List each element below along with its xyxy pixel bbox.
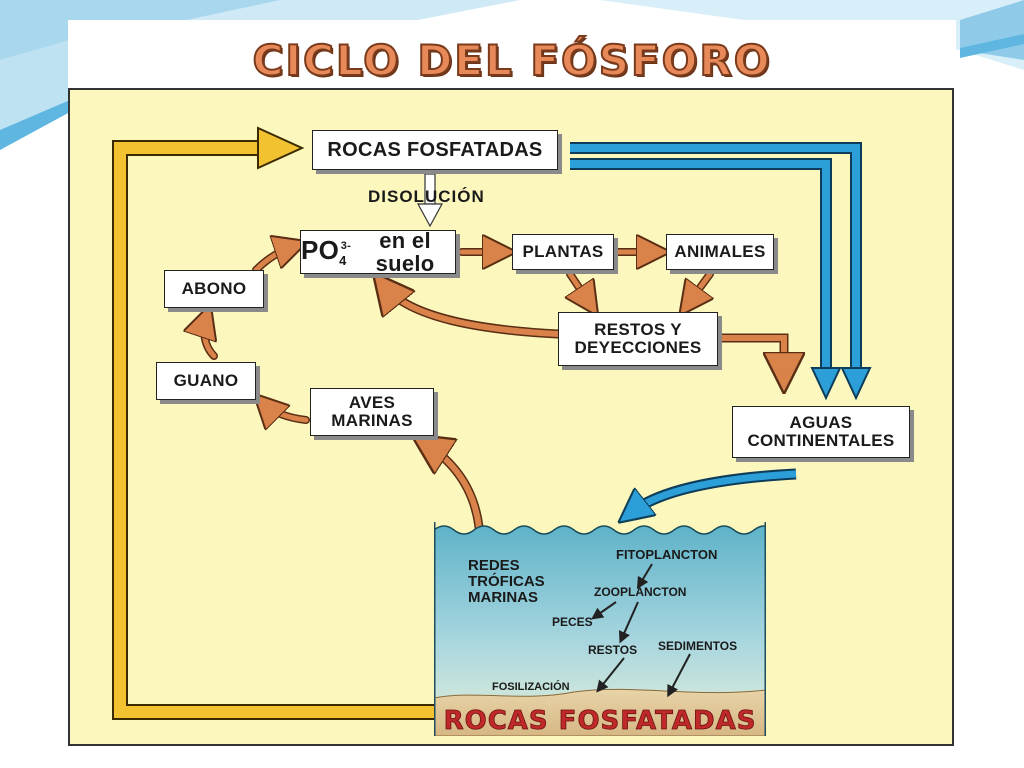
rocas-fosfatadas-top-label: ROCAS FOSFATADAS [327,138,543,161]
animales-box: ANIMALES [666,234,774,270]
abono-label: ABONO [181,279,247,299]
orange-arrows [204,246,784,557]
plantas-box: PLANTAS [512,234,614,270]
plantas-label: PLANTAS [522,242,604,262]
blue-runoff-arrows [570,142,872,401]
title-text: CICLO DEL FÓSFORO [252,36,772,85]
fitoplancton-label: FITOPLANCTON [616,547,718,562]
restos-deyecciones-box: RESTOS Y DEYECCIONES [558,312,718,366]
po4-formula: PO43- [301,234,352,268]
sedimentos-label: SEDIMENTOS [658,639,738,653]
rocas-fosfatadas-top-box: ROCAS FOSFATADAS [312,130,558,170]
disolucion-label: DISOLUCIÓN [368,187,485,206]
slide-title: CICLO DEL FÓSFORO [68,20,956,88]
restos-deyecciones-label: RESTOS Y DEYECCIONES [574,320,702,357]
aves-marinas-label: AVES MARINAS [331,393,413,430]
restos-label: RESTOS [588,643,638,657]
animales-label: ANIMALES [674,242,766,262]
aves-marinas-box: AVES MARINAS [310,388,434,436]
guano-box: GUANO [156,362,256,400]
po4-suelo-box: PO43- en el suelo [300,227,456,276]
ocean-internal-arrows [591,563,691,698]
ocean-section: REDES TRÓFICAS MARINAS FITOPLANCTON ZOOP… [434,522,766,736]
po4-suelo-label: en el suelo [375,227,435,276]
fosilizacion-label: FOSILIZACIÓN [492,681,570,693]
rocas-fosfatadas-bottom-label: ROCAS FOSFATADAS [443,706,757,736]
redes-troficas-label: REDES TRÓFICAS MARINAS [468,557,545,606]
guano-label: GUANO [173,371,239,391]
peces-label: PECES [552,615,593,629]
disolucion-arrow [416,173,444,228]
aguas-continentales-label: AGUAS CONTINENTALES [747,413,895,450]
aguas-continentales-box: AGUAS CONTINENTALES [732,406,910,458]
yellow-loop-arrow [112,126,434,720]
ocean-graphic [434,522,766,736]
zooplancton-label: ZOOPLANCTON [594,585,687,599]
abono-box: ABONO [164,270,264,308]
